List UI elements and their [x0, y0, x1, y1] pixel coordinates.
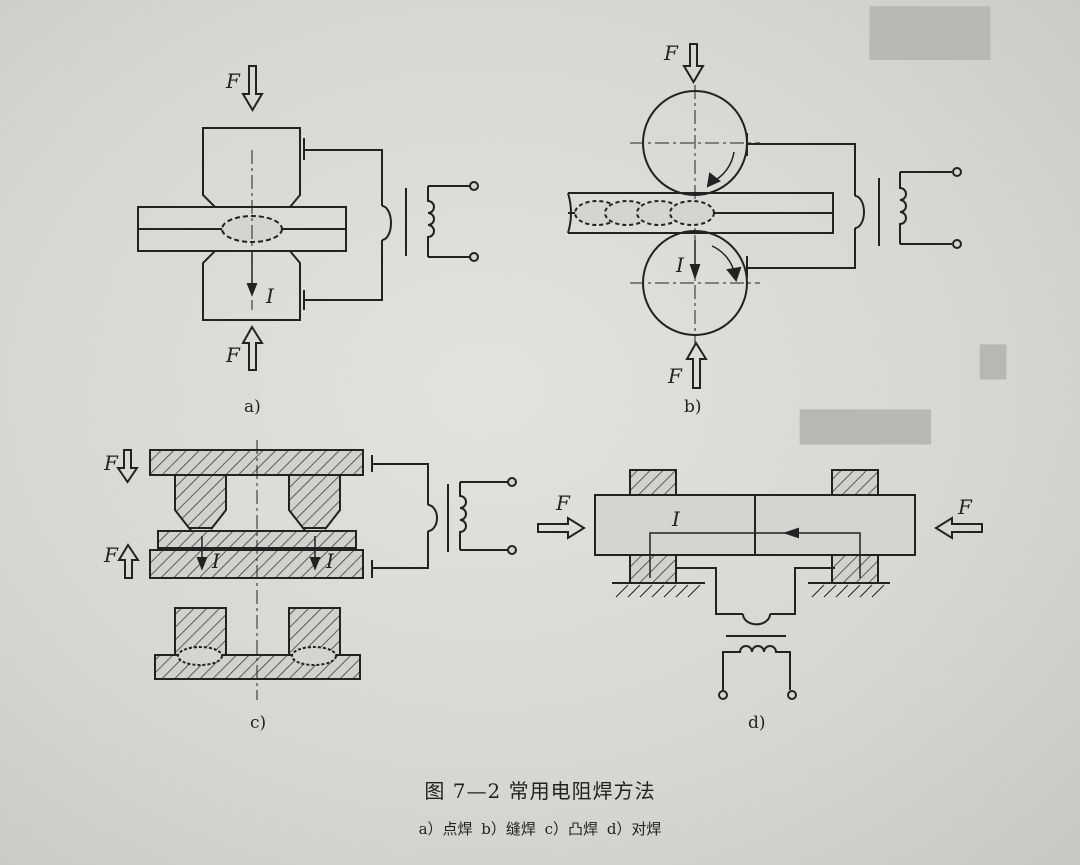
force-arrow-top	[241, 65, 264, 112]
panel-label-d: d)	[748, 713, 766, 733]
weld-nugget	[291, 646, 337, 666]
terminal	[469, 252, 479, 262]
weld-nugget	[177, 646, 223, 666]
circuit-wire	[676, 567, 835, 615]
clamp-top-right	[831, 469, 879, 496]
force-label: F	[225, 69, 241, 93]
current-label: I	[325, 549, 335, 573]
current-label: I	[671, 507, 681, 531]
panel-label-c: c)	[250, 713, 266, 733]
current-label: I	[211, 549, 221, 573]
circuit-wire	[746, 133, 856, 278]
transformer-coil	[459, 482, 467, 550]
terminal	[952, 239, 962, 249]
seam-nuggets	[574, 200, 715, 226]
force-arrow-bottom	[241, 325, 264, 371]
bleed-through-text: ▇▇▇	[870, 0, 990, 60]
terminal	[507, 477, 517, 487]
panel-c-projection-welding	[116, 440, 517, 700]
force-arrow-up	[117, 543, 140, 579]
terminal	[718, 690, 728, 700]
current-path	[649, 532, 861, 578]
force-arrow-top	[682, 43, 705, 84]
terminal	[787, 690, 797, 700]
force-label: F	[555, 491, 571, 515]
circuit-wire	[303, 138, 383, 310]
terminal	[469, 181, 479, 191]
transformer-coil	[899, 172, 907, 244]
clamp-bottom-right	[831, 554, 879, 584]
force-label: F	[103, 451, 119, 475]
panel-b-seam-welding	[567, 43, 962, 389]
force-label: F	[225, 343, 241, 367]
transformer-coil	[722, 645, 791, 690]
panel-d-butt-welding	[537, 469, 983, 700]
upper-electrode-left	[174, 474, 227, 529]
transformer-coil	[427, 186, 435, 257]
bleed-through-text: ▇▇▇▇▇	[800, 405, 931, 445]
panel-a-spot-welding	[137, 65, 479, 371]
figure-caption-title: 图 7—2 常用电阻焊方法	[424, 779, 656, 803]
upper-electrode-right	[288, 474, 341, 529]
force-arrow-bottom	[685, 341, 708, 389]
force-label: F	[957, 495, 973, 519]
figure-caption-subtitle: a）点焊 b）缝焊 c）凸焊 d）对焊	[418, 820, 662, 838]
lower-electrode	[202, 250, 301, 321]
force-label: F	[103, 543, 119, 567]
force-arrow-right	[934, 516, 983, 540]
clamp-top-left	[629, 469, 677, 496]
panel-label-a: a)	[244, 397, 261, 417]
current-label: I	[265, 284, 275, 308]
force-arrow-left	[537, 516, 586, 540]
current-label: I	[675, 253, 685, 277]
circuit-wire	[371, 455, 429, 578]
force-arrow-down	[116, 449, 139, 484]
terminal	[952, 167, 962, 177]
clamp-bottom-left	[629, 554, 677, 584]
force-label: F	[663, 41, 679, 65]
terminal	[507, 545, 517, 555]
bleed-through-text: ▇	[980, 340, 1007, 380]
force-label: F	[667, 364, 683, 388]
panel-label-b: b)	[684, 397, 702, 417]
